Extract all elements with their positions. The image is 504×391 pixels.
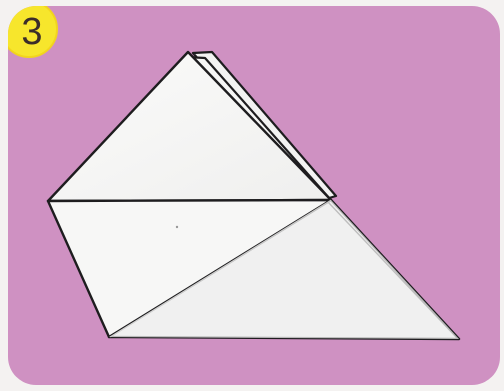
step-number: 3 [21, 13, 42, 51]
instruction-card: 3 [8, 6, 500, 385]
origami-fold-illustration [8, 6, 500, 385]
paper-speckle [176, 226, 178, 228]
top-triangle [48, 52, 331, 201]
